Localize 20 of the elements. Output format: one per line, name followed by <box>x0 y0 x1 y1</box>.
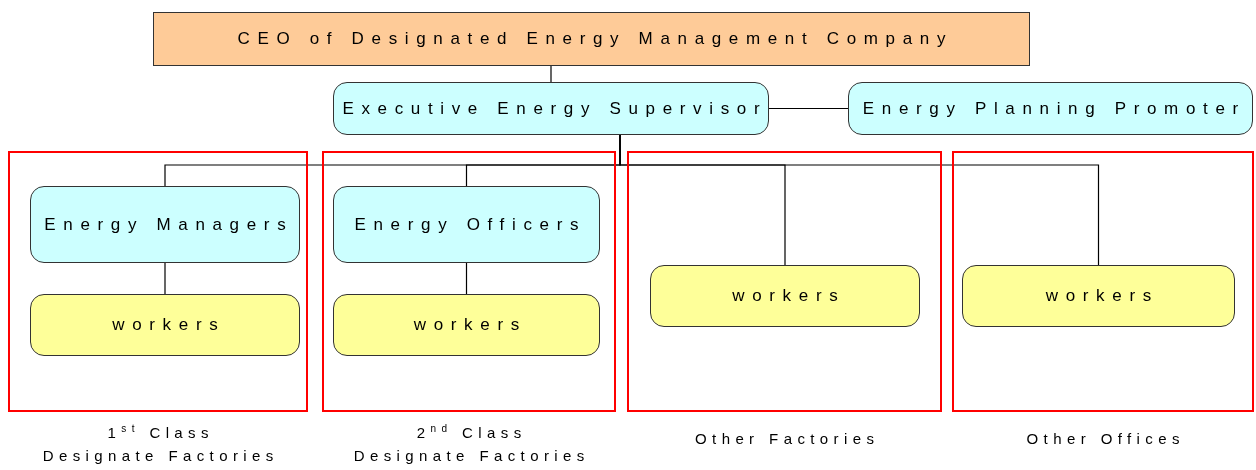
role-box: Energy Managers <box>30 186 300 263</box>
group-caption: 1$^{st}$ Class <box>107 422 214 443</box>
group-caption: Designate Factories <box>42 446 279 466</box>
workers-box: workers <box>333 294 600 356</box>
connector-line <box>465 262 468 295</box>
connector-line <box>768 107 849 110</box>
group-caption: Designate Factories <box>353 446 590 466</box>
workers-box: workers <box>30 294 300 356</box>
group-caption: 2$^{nd}$ Class <box>416 422 527 443</box>
connector-line <box>164 262 166 295</box>
role-box: Executive Energy Supervisor <box>333 82 769 135</box>
connector-line <box>619 134 1100 266</box>
connector-line <box>550 65 552 83</box>
role-box: Energy Planning Promoter <box>848 82 1253 135</box>
group-caption: Other Factories <box>695 429 880 449</box>
title-box: CEO of Designated Energy Management Company <box>153 12 1030 66</box>
workers-box: workers <box>962 265 1235 327</box>
workers-box: workers <box>650 265 920 327</box>
role-box: Energy Officers <box>333 186 600 263</box>
group-caption: Other Offices <box>1026 429 1185 449</box>
